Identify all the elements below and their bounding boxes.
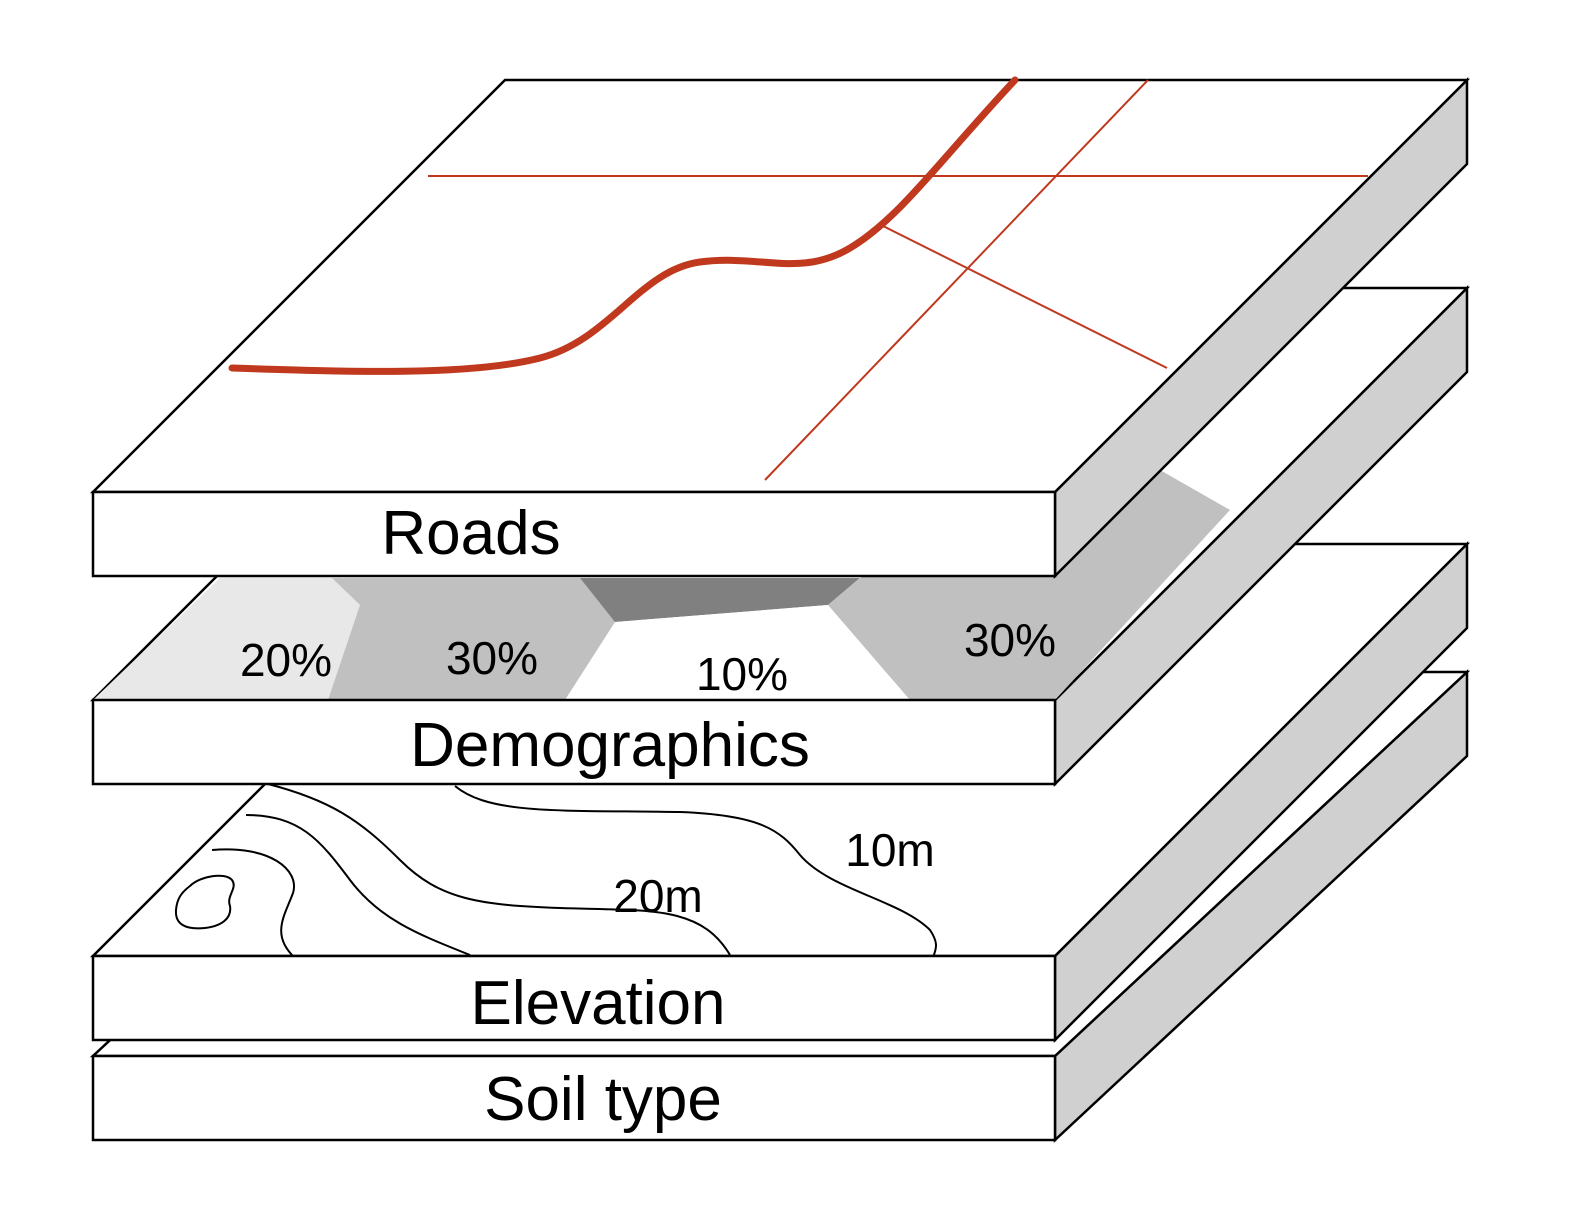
contour-line-outer — [267, 783, 731, 956]
contour-line-mid — [245, 814, 471, 956]
road-branch — [882, 225, 1168, 369]
soil-layer-front — [91, 1054, 1057, 1142]
contour-label-20m: 20m — [613, 870, 702, 922]
region-30-percent-right — [828, 470, 1230, 700]
soil-layer-label: Soil type — [484, 1065, 722, 1134]
region-20-percent — [93, 578, 360, 700]
roads-layer-label: Roads — [381, 499, 560, 568]
contour-hill-closed — [174, 874, 235, 930]
demographics-layer-label: Demographics — [410, 711, 810, 780]
roads-layer: Roads — [89, 76, 1471, 580]
elevation-layer-label: Elevation — [470, 969, 725, 1038]
region-dark — [580, 578, 860, 622]
elevation-layer-front — [91, 954, 1057, 1042]
region-10-percent — [565, 605, 910, 700]
road-main-highway — [228, 76, 1019, 375]
region-label-10-percent: 10% — [696, 648, 788, 700]
contour-lines — [174, 783, 937, 959]
contour-line-inner — [211, 848, 296, 959]
contour-label-10m: 10m — [845, 824, 934, 876]
region-label-30-percent-left: 30% — [446, 632, 538, 684]
contour-line-10m — [454, 785, 937, 959]
demographics-layer-front — [91, 698, 1057, 786]
roads-layer-front — [91, 490, 1057, 578]
region-30-percent-left — [328, 578, 620, 700]
road-network — [228, 76, 1368, 481]
demographic-regions — [93, 470, 1230, 700]
region-label-20-percent: 20% — [240, 634, 332, 686]
road-diagonal — [764, 79, 1149, 481]
region-label-30-percent-right: 30% — [964, 614, 1056, 666]
